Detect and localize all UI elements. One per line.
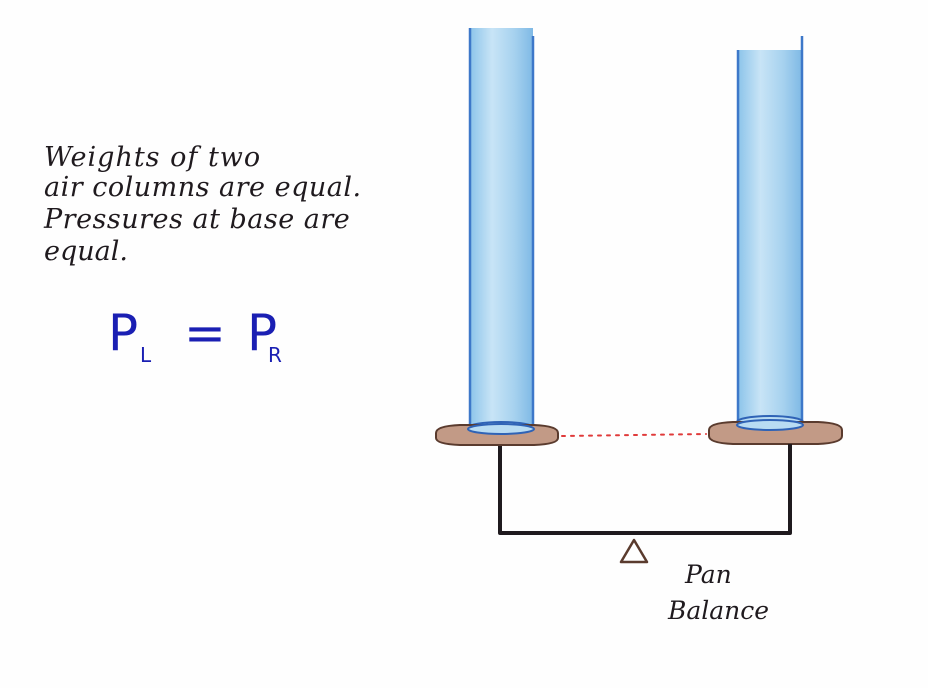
explanation-note: Weights of two air columns are equal. Pr… [44, 142, 404, 292]
balance-beam [498, 444, 792, 535]
equation-right-subscript: R [268, 343, 282, 367]
right-air-column [736, 36, 804, 429]
note-line-4: equal. [44, 236, 128, 267]
left-column-body [470, 28, 533, 428]
fulcrum-triangle [619, 538, 649, 564]
equation-right-symbol: P [247, 304, 278, 362]
balance-label-line-2: Balance [668, 596, 770, 625]
beam-frame [498, 444, 792, 535]
note-line-1: Weights of two [44, 142, 262, 173]
right-pan [708, 419, 843, 445]
right-pan-column-footprint [736, 419, 804, 431]
left-air-column [467, 28, 535, 435]
equation-left-symbol: P [108, 304, 139, 362]
right-column-body [738, 50, 802, 422]
note-line-3: Pressures at base are [44, 204, 351, 235]
left-pan [435, 423, 559, 446]
balance-label-line-1: Pan [685, 560, 732, 589]
level-dotted-line [561, 433, 707, 437]
equation-left-subscript: L [140, 343, 152, 367]
note-line-2: air columns are equal. [44, 172, 362, 203]
left-pan-column-footprint [467, 423, 535, 435]
equation-operator: = [184, 304, 226, 362]
